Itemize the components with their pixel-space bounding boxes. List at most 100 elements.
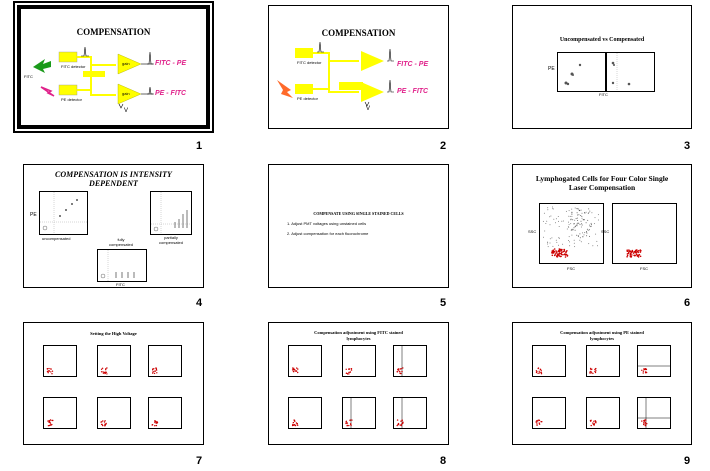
scatter-dot xyxy=(49,421,51,424)
scatter-dot xyxy=(47,370,50,372)
scatter-dot xyxy=(345,421,347,423)
scatter-dot xyxy=(400,420,402,422)
scatter-dot xyxy=(49,423,52,425)
scatter-dot xyxy=(574,226,576,228)
scatter-dot xyxy=(562,253,564,256)
scatter-dot xyxy=(542,220,544,222)
slide-thumbnail-8[interactable]: Compensation adjustment using FITC stain… xyxy=(268,322,449,445)
scatter-dot xyxy=(636,250,639,253)
scatter-dot xyxy=(549,224,551,226)
scatter-dot xyxy=(640,250,642,252)
scatter-dot xyxy=(570,228,572,230)
scatter-dot xyxy=(48,420,51,422)
scatter-dot xyxy=(555,239,557,241)
scatter-dot xyxy=(562,250,565,253)
scatter-dot xyxy=(572,228,574,230)
scatter-dot xyxy=(593,420,595,422)
scatter-dot xyxy=(296,422,298,425)
scatter-dot xyxy=(628,250,630,252)
scatter-dot xyxy=(154,370,156,372)
scatter-dot xyxy=(583,234,585,236)
x-axis-label: FSC xyxy=(640,266,648,271)
y-axis-label: SSC xyxy=(528,229,537,234)
scatter-dot xyxy=(49,419,52,421)
scatter-dot xyxy=(571,208,573,210)
scatter-dot xyxy=(580,209,582,211)
scatter-dot xyxy=(104,372,106,375)
slide-thumbnail-4[interactable]: COMPENSATION IS INTENSITY DEPENDENT unco… xyxy=(23,164,204,288)
scatter-dot xyxy=(346,373,349,375)
scatter-dot xyxy=(590,224,592,226)
scatter-dot xyxy=(579,210,581,212)
scatter-dot xyxy=(558,220,559,222)
scatter-dot xyxy=(295,370,297,372)
output-pe-minus-fitc: PE - FITC xyxy=(397,88,429,95)
scatter-dot xyxy=(582,232,583,234)
x-axis-label: FITC xyxy=(116,282,125,287)
scatter-dot xyxy=(568,215,570,217)
slide-thumbnail-3[interactable]: Uncompensated vs Compensated PE FITC xyxy=(512,5,692,129)
scatter-dot xyxy=(562,220,564,222)
scatter-dot xyxy=(538,422,540,424)
scatter-dot xyxy=(552,206,553,208)
scatter-dot xyxy=(595,233,597,235)
scatter-dot xyxy=(590,225,592,227)
slide-thumbnail-2[interactable]: COMPENSATION FITC detector PE detector F… xyxy=(268,5,449,129)
scatter-dot xyxy=(558,252,560,255)
mini-dot-plot xyxy=(288,397,322,429)
scatter-dot xyxy=(646,423,648,425)
scatter-dot xyxy=(345,368,347,370)
scatter-dot xyxy=(396,419,399,421)
bullet-item-2: 2. Adjust compensation for each fluoroch… xyxy=(287,231,369,236)
slide-title: Compensation adjustment using PE stained… xyxy=(560,330,644,341)
x-axis-label: FITC xyxy=(599,92,608,97)
scatter-dot xyxy=(589,224,591,226)
scatter-dot xyxy=(297,371,299,374)
scatter-dot xyxy=(645,371,648,374)
scatter-dot xyxy=(568,224,570,226)
slide-thumbnail-9[interactable]: Compensation adjustment using PE stained… xyxy=(512,322,692,445)
scatter-dot xyxy=(578,208,580,210)
scatter-dot xyxy=(293,368,295,371)
scatter-dot xyxy=(555,250,557,252)
scatter-dot xyxy=(152,368,154,370)
scatter-dot xyxy=(595,421,597,423)
slide-thumbnail-6[interactable]: Lymphogated Cells for Four Color Single … xyxy=(512,164,692,288)
slide-title: COMPENSATION xyxy=(76,27,151,37)
scatter-dot xyxy=(546,220,548,222)
scatter-dot xyxy=(401,370,403,373)
scatter-dot xyxy=(552,251,555,254)
scatter-dot xyxy=(561,251,563,254)
scatter-dot xyxy=(48,367,50,370)
scatter-dot xyxy=(592,372,594,375)
dot-plot-uncompensated xyxy=(557,52,606,92)
scatter-dot xyxy=(571,211,573,213)
slide-thumbnail-5[interactable]: COMPENSATE USING SINGLE STAINED CELLS 1.… xyxy=(268,164,449,288)
scatter-dot xyxy=(549,238,551,240)
slide-thumbnail-1[interactable]: COMPENSATION FITC FITC detector PE detec… xyxy=(13,1,214,133)
scatter-dot xyxy=(637,256,640,258)
scatter-dot xyxy=(402,422,404,425)
scatter-dot xyxy=(47,372,49,374)
scatter-dot xyxy=(556,241,558,243)
mini-dot-plot xyxy=(43,397,77,429)
scatter-dot xyxy=(591,212,593,214)
gain-label: gain xyxy=(122,61,130,66)
scatter-dot xyxy=(154,425,156,427)
scatter-dot xyxy=(582,219,584,220)
mini-dot-plot xyxy=(393,345,427,377)
scatter-dot xyxy=(535,370,538,372)
scatter-dot xyxy=(551,237,553,239)
scatter-dot xyxy=(635,251,638,253)
scatter-dot xyxy=(590,424,592,427)
scatter-dot xyxy=(536,422,538,424)
slide-thumbnail-7[interactable]: Setting the High Voltage xyxy=(23,322,204,445)
slide-title: COMPENSATION IS INTENSITY DEPENDENT xyxy=(55,170,172,188)
scatter-dot xyxy=(563,248,566,251)
scatter-dot xyxy=(396,371,398,373)
scatter-dot xyxy=(641,420,643,422)
scatter-dot xyxy=(400,372,402,375)
scatter-dot xyxy=(400,368,402,370)
scatter-dot xyxy=(46,368,49,370)
scatter-dot xyxy=(569,215,571,217)
